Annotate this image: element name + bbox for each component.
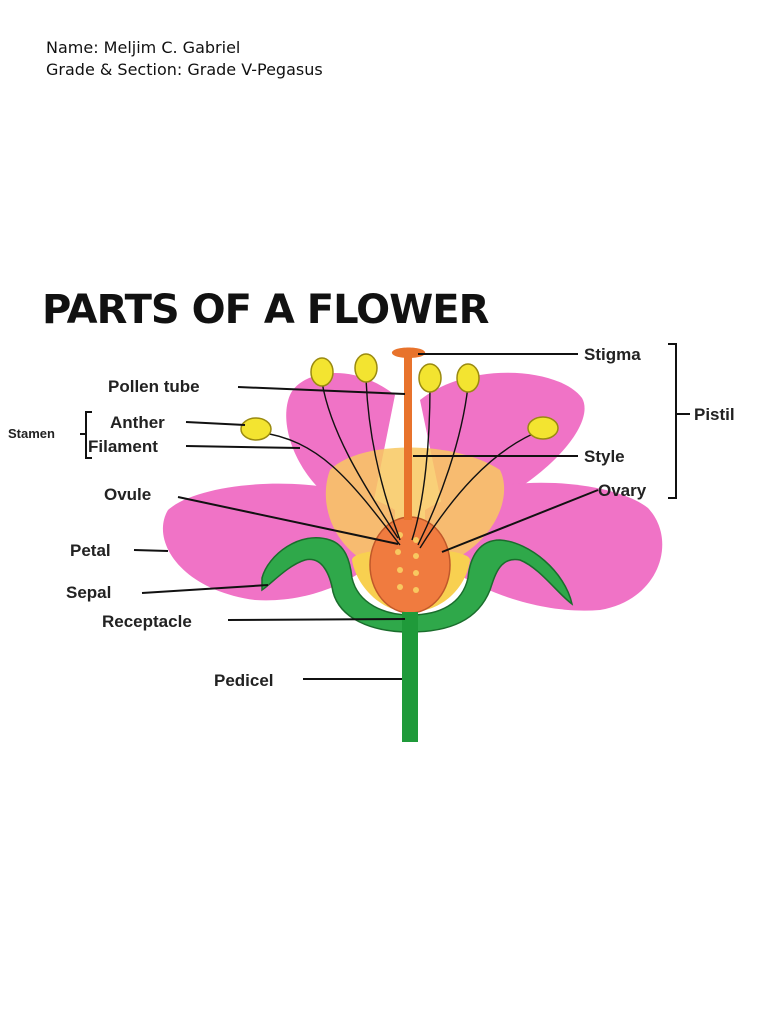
pollen-tube-leader (237, 386, 406, 395)
label-pistil: Pistil (694, 405, 735, 424)
pistil-bracket (668, 343, 690, 499)
label-pollen-tube: Pollen tube (108, 377, 200, 396)
label-anther: Anther (110, 413, 165, 432)
petal-leader (133, 549, 169, 552)
filament-leader (185, 445, 301, 449)
anther (456, 363, 480, 393)
label-receptacle: Receptacle (102, 612, 192, 631)
stamen-bracket (80, 411, 92, 459)
anther-leader (185, 421, 246, 426)
anther (527, 416, 559, 440)
label-style: Style (584, 447, 625, 466)
label-sepal: Sepal (66, 583, 111, 602)
label-pedicel: Pedicel (214, 671, 274, 690)
ovule (397, 584, 403, 590)
label-ovary: Ovary (598, 481, 647, 500)
stigma (391, 347, 426, 358)
pedicel (402, 612, 418, 742)
ovule-leader (177, 496, 399, 545)
label-filament: Filament (88, 437, 158, 456)
sepal-leader (141, 584, 269, 594)
label-petal: Petal (70, 541, 111, 560)
label-ovule: Ovule (104, 485, 151, 504)
leader-lines (80, 343, 690, 680)
receptacle-leader (227, 618, 406, 621)
anther (418, 363, 442, 393)
ovary (369, 516, 451, 614)
anther (354, 353, 378, 383)
style (404, 355, 412, 520)
ovary-leader (441, 489, 599, 553)
ovules (395, 532, 419, 593)
label-stamen: Stamen (8, 426, 55, 441)
ovule (413, 553, 419, 559)
anther (240, 417, 272, 441)
petal-inner-glow (325, 447, 505, 575)
anthers (240, 353, 559, 441)
grade-section: Grade & Section: Grade V-Pegasus (46, 60, 323, 79)
diagram-title: PARTS OF A FLOWER (42, 287, 489, 333)
ovule (413, 587, 419, 593)
ovule (397, 567, 403, 573)
label-stigma: Stigma (584, 345, 641, 364)
sepal (261, 537, 574, 633)
anther (310, 357, 334, 387)
ovule (395, 549, 401, 555)
ovule (413, 537, 419, 543)
student-name: Name: Meljim C. Gabriel (46, 38, 241, 57)
filaments (257, 377, 543, 549)
ovule (413, 570, 419, 576)
